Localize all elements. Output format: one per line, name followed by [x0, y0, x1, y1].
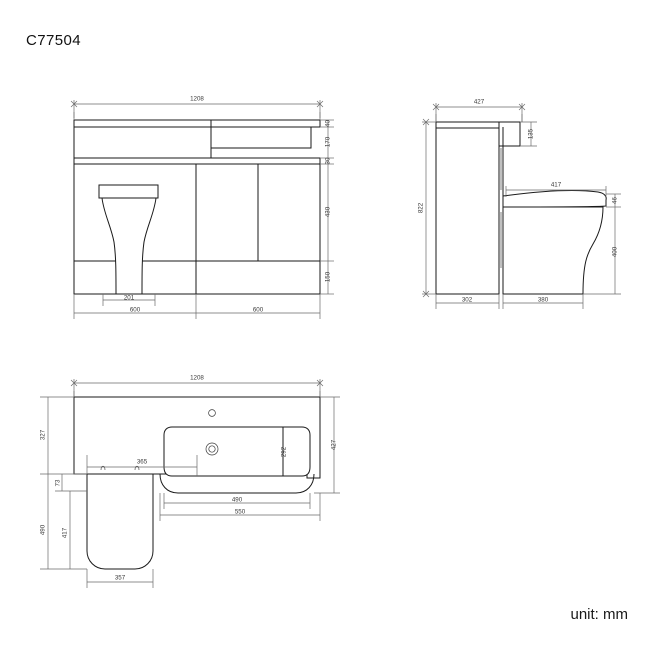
dim-side-top-depth: 427 — [432, 99, 526, 122]
dim-label-plan-seat-width: 357 — [115, 575, 126, 582]
dim-side-right-stack: 46 400 — [583, 193, 621, 295]
unit-note: unit: mm — [570, 606, 628, 623]
dim-side-bottom: 302 380 — [435, 294, 584, 309]
dim-label-plan-counter-depth-right: 427 — [331, 439, 338, 450]
dim-label-front-door-height: 430 — [325, 206, 332, 217]
dim-label-plan-basin-depth: 292 — [281, 446, 288, 457]
page-title: C77504 — [26, 32, 81, 49]
toilet-side-silhouette — [502, 190, 607, 295]
dim-label-plan-basin-inner: 490 — [232, 497, 243, 504]
dim-label-front-toilet-base: 201 — [124, 295, 135, 302]
tap-hole — [208, 409, 216, 417]
dim-plan-left-stack: 327 73 490 417 — [40, 396, 87, 570]
front-elevation-view: 1208 201 600 600 — [0, 0, 400, 340]
dim-label-front-right-module: 600 — [253, 307, 264, 314]
dim-label-front-top-trim: 40 — [325, 120, 332, 127]
dim-side-overall-height: 822 — [418, 118, 436, 298]
dim-plan-seat-width: 357 — [86, 569, 154, 588]
toilet-front-silhouette — [98, 184, 159, 295]
dim-side-toilet-depth: 417 — [505, 182, 607, 197]
side-elevation-view: 427 135 822 417 — [400, 0, 650, 340]
dim-label-front-plinth: 150 — [325, 271, 332, 282]
dim-label-side-recess-height: 135 — [528, 128, 535, 139]
dim-label-side-top-depth: 427 — [474, 99, 485, 106]
dim-label-side-toilet-height: 400 — [612, 246, 619, 257]
dim-label-plan-toilet-total-depth: 490 — [40, 524, 47, 535]
dim-plan-toilet-recess: 365 — [86, 455, 198, 476]
dim-label-plan-counter-depth-left: 327 — [40, 429, 47, 440]
dim-label-plan-seat-depth: 417 — [62, 527, 69, 538]
dim-front-toilet-base: 201 — [102, 294, 156, 306]
dim-label-plan-basin-outer: 550 — [235, 509, 246, 516]
plan-view: 1208 292 327 73 490 417 — [0, 345, 400, 625]
dim-label-side-toilet-depth: 417 — [551, 182, 562, 189]
dim-plan-counter-depth-right: 427 — [314, 396, 340, 494]
dim-label-side-overall-height: 822 — [418, 202, 425, 213]
dim-side-recess-height: 135 — [520, 121, 537, 147]
dim-label-side-pan-projection: 380 — [538, 297, 549, 304]
dim-front-overall-width: 1208 — [70, 96, 324, 118]
dim-label-plan-overall-width: 1208 — [190, 375, 204, 382]
dim-front-vertical-stack: 40 170 30 430 150 — [320, 120, 334, 295]
toilet-seat-plan — [86, 465, 154, 570]
dim-front-modules: 600 600 — [73, 294, 321, 319]
dim-label-front-counter-thickness: 30 — [325, 157, 332, 164]
dim-label-plan-offset-step: 73 — [55, 479, 62, 486]
dim-plan-basin-widths: 490 550 — [159, 493, 321, 521]
dim-label-front-upper-panel: 170 — [325, 136, 332, 147]
dim-label-plan-toilet-recess: 365 — [137, 459, 148, 466]
dim-label-side-seat-thickness: 46 — [612, 197, 619, 204]
dim-label-front-left-module: 600 — [130, 307, 141, 314]
dim-plan-overall-width: 1208 — [70, 375, 324, 397]
dim-label-front-overall-width: 1208 — [190, 96, 204, 103]
dim-label-side-cabinet-depth: 302 — [462, 297, 473, 304]
